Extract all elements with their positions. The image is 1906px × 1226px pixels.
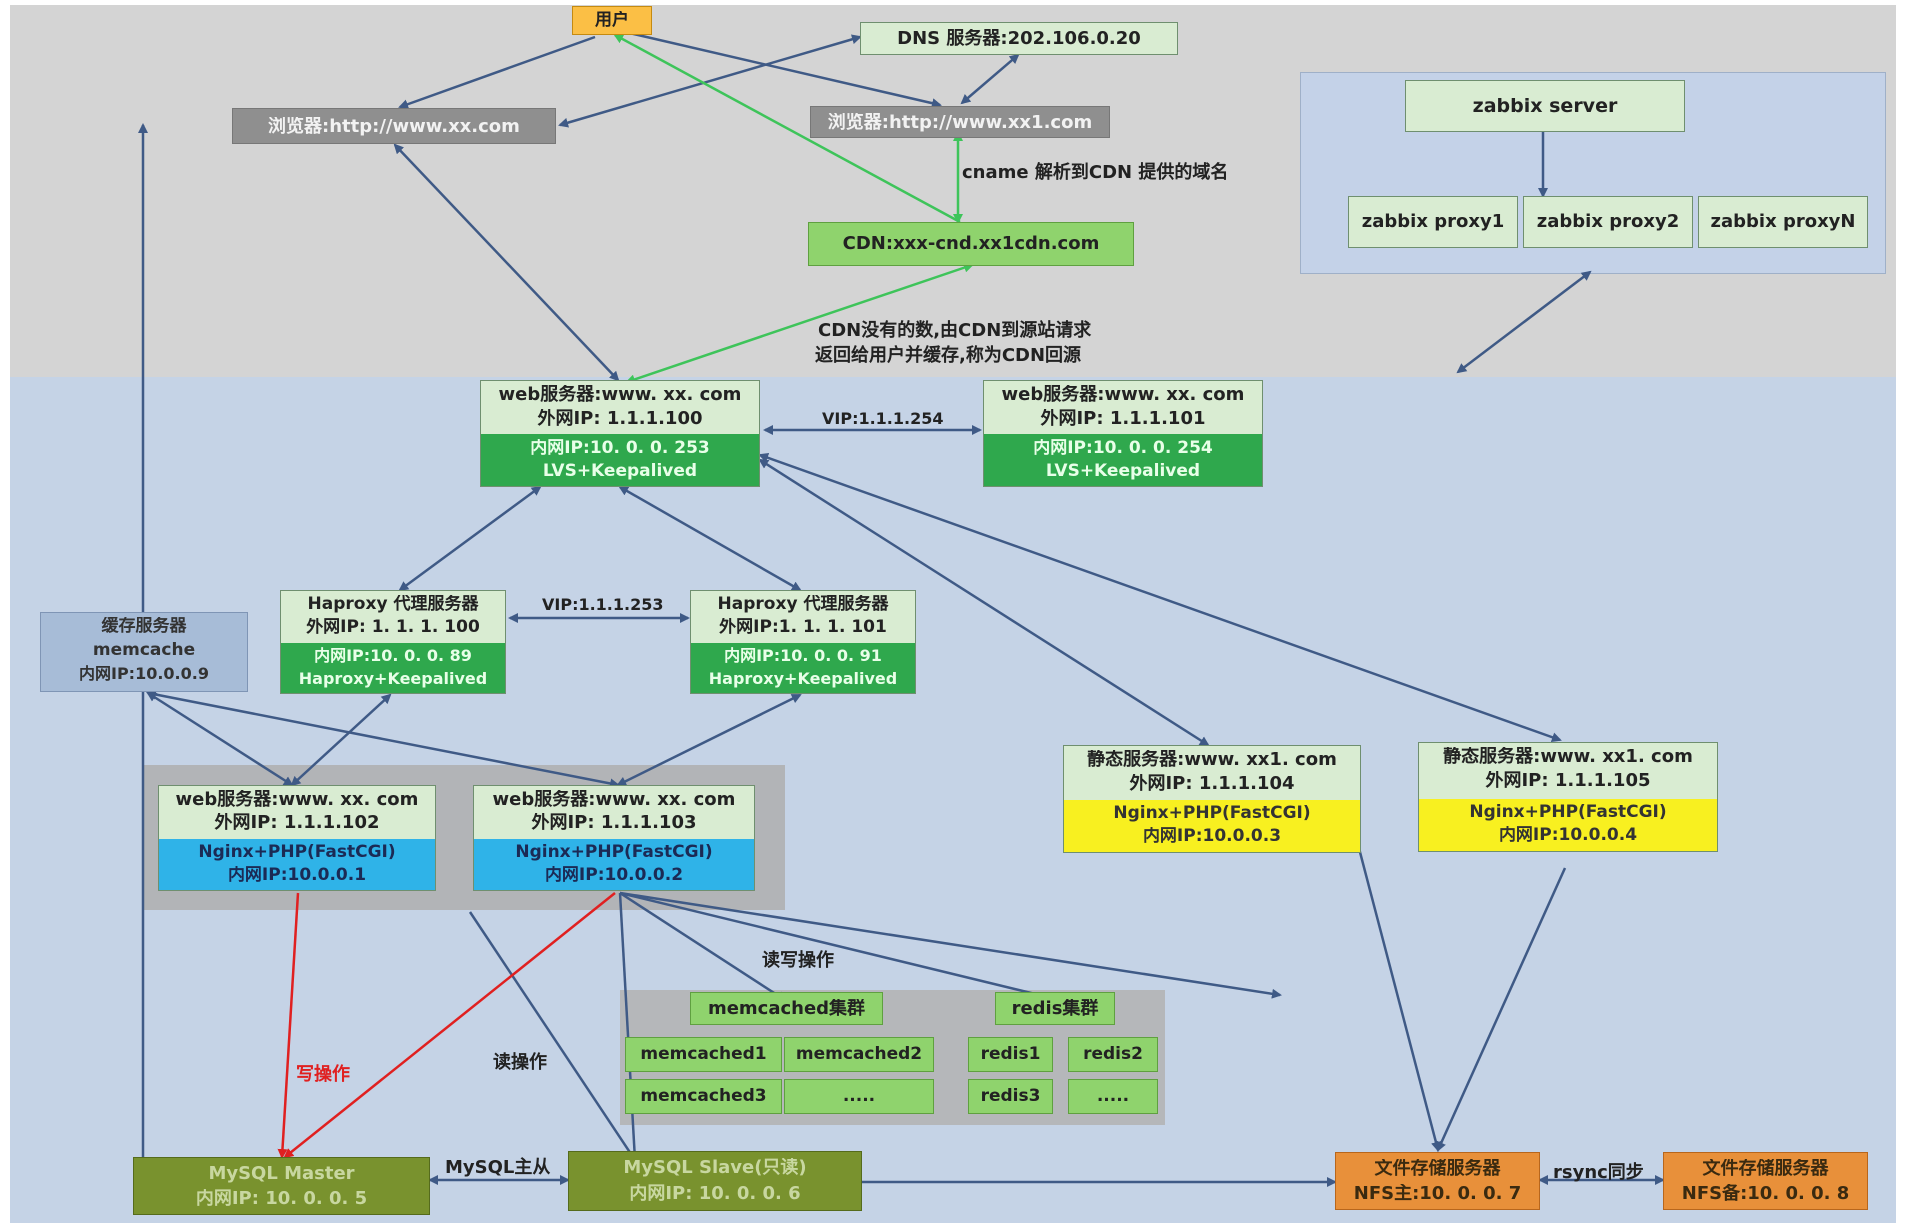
zabbix-server-node: zabbix server xyxy=(1405,80,1685,132)
cdn-node: CDN:xxx-cnd.xx1cdn.com xyxy=(808,222,1134,266)
haproxy-master-node: Haproxy 代理服务器 外网IP: 1. 1. 1. 100 内网IP:10… xyxy=(280,590,506,694)
cache-server-node: 缓存服务器 memcache 内网IP:10.0.0.9 xyxy=(40,612,248,692)
cname-label: cname 解析到CDN 提供的域名 xyxy=(962,162,1229,183)
web-nginx2-node: web服务器:www. xx. com 外网IP: 1.1.1.103 Ngin… xyxy=(473,785,755,891)
web-nginx1-node: web服务器:www. xx. com 外网IP: 1.1.1.102 Ngin… xyxy=(158,785,436,891)
haproxy-vip-label: VIP:1.1.1.253 xyxy=(542,595,664,614)
static-server1-node: 静态服务器:www. xx1. com 外网IP: 1.1.1.104 Ngin… xyxy=(1063,745,1361,853)
zabbix-proxyN-node: zabbix proxyN xyxy=(1698,196,1868,248)
redis2-node: redis2 xyxy=(1068,1037,1158,1072)
read-op-label: 读操作 xyxy=(493,1052,547,1073)
nfs-master-node: 文件存储服务器 NFS主:10. 0. 0. 7 xyxy=(1335,1152,1540,1210)
mysql-slave-node: MySQL Slave(只读) 内网IP: 10. 0. 0. 6 xyxy=(568,1151,862,1211)
haproxy-backup-node: Haproxy 代理服务器 外网IP:1. 1. 1. 101 内网IP:10.… xyxy=(690,590,916,694)
redis1-node: redis1 xyxy=(968,1037,1053,1072)
memcached-cluster-header: memcached集群 xyxy=(690,992,883,1025)
browser-xx1-node: 浏览器:http://www.xx1.com xyxy=(810,106,1110,138)
memcached-more-node: ..... xyxy=(784,1079,934,1114)
dns-server-node: DNS 服务器:202.106.0.20 xyxy=(860,22,1178,55)
redis-more-node: ..... xyxy=(1068,1079,1158,1114)
redis3-node: redis3 xyxy=(968,1079,1053,1114)
write-op-label: 写操作 xyxy=(296,1064,350,1085)
lvs-vip-label: VIP:1.1.1.254 xyxy=(822,409,944,428)
rsync-label: rsync同步 xyxy=(1553,1162,1644,1183)
user-node: 用户 xyxy=(572,6,652,35)
memcached2-node: memcached2 xyxy=(784,1037,934,1072)
zabbix-proxy2-node: zabbix proxy2 xyxy=(1523,196,1693,248)
zabbix-proxy1-node: zabbix proxy1 xyxy=(1348,196,1518,248)
mysql-replication-label: MySQL主从 xyxy=(445,1157,551,1178)
web-lvs-master-node: web服务器:www. xx. com 外网IP: 1.1.1.100 内网IP… xyxy=(480,380,760,487)
cdn-origin-note-line2: 返回给用户并缓存,称为CDN回源 xyxy=(815,345,1082,366)
memcached3-node: memcached3 xyxy=(625,1079,782,1114)
memcached1-node: memcached1 xyxy=(625,1037,782,1072)
web-lvs-backup-node: web服务器:www. xx. com 外网IP: 1.1.1.101 内网IP… xyxy=(983,380,1263,487)
browser-xx-node: 浏览器:http://www.xx.com xyxy=(232,108,556,144)
nfs-backup-node: 文件存储服务器 NFS备:10. 0. 0. 8 xyxy=(1663,1152,1868,1210)
redis-cluster-header: redis集群 xyxy=(995,992,1115,1025)
cdn-origin-note-line1: CDN没有的数,由CDN到源站请求 xyxy=(818,320,1092,341)
static-server2-node: 静态服务器:www. xx1. com 外网IP: 1.1.1.105 Ngin… xyxy=(1418,742,1718,852)
mysql-master-node: MySQL Master 内网IP: 10. 0. 0. 5 xyxy=(133,1157,430,1215)
read-write-label: 读写操作 xyxy=(762,950,834,971)
